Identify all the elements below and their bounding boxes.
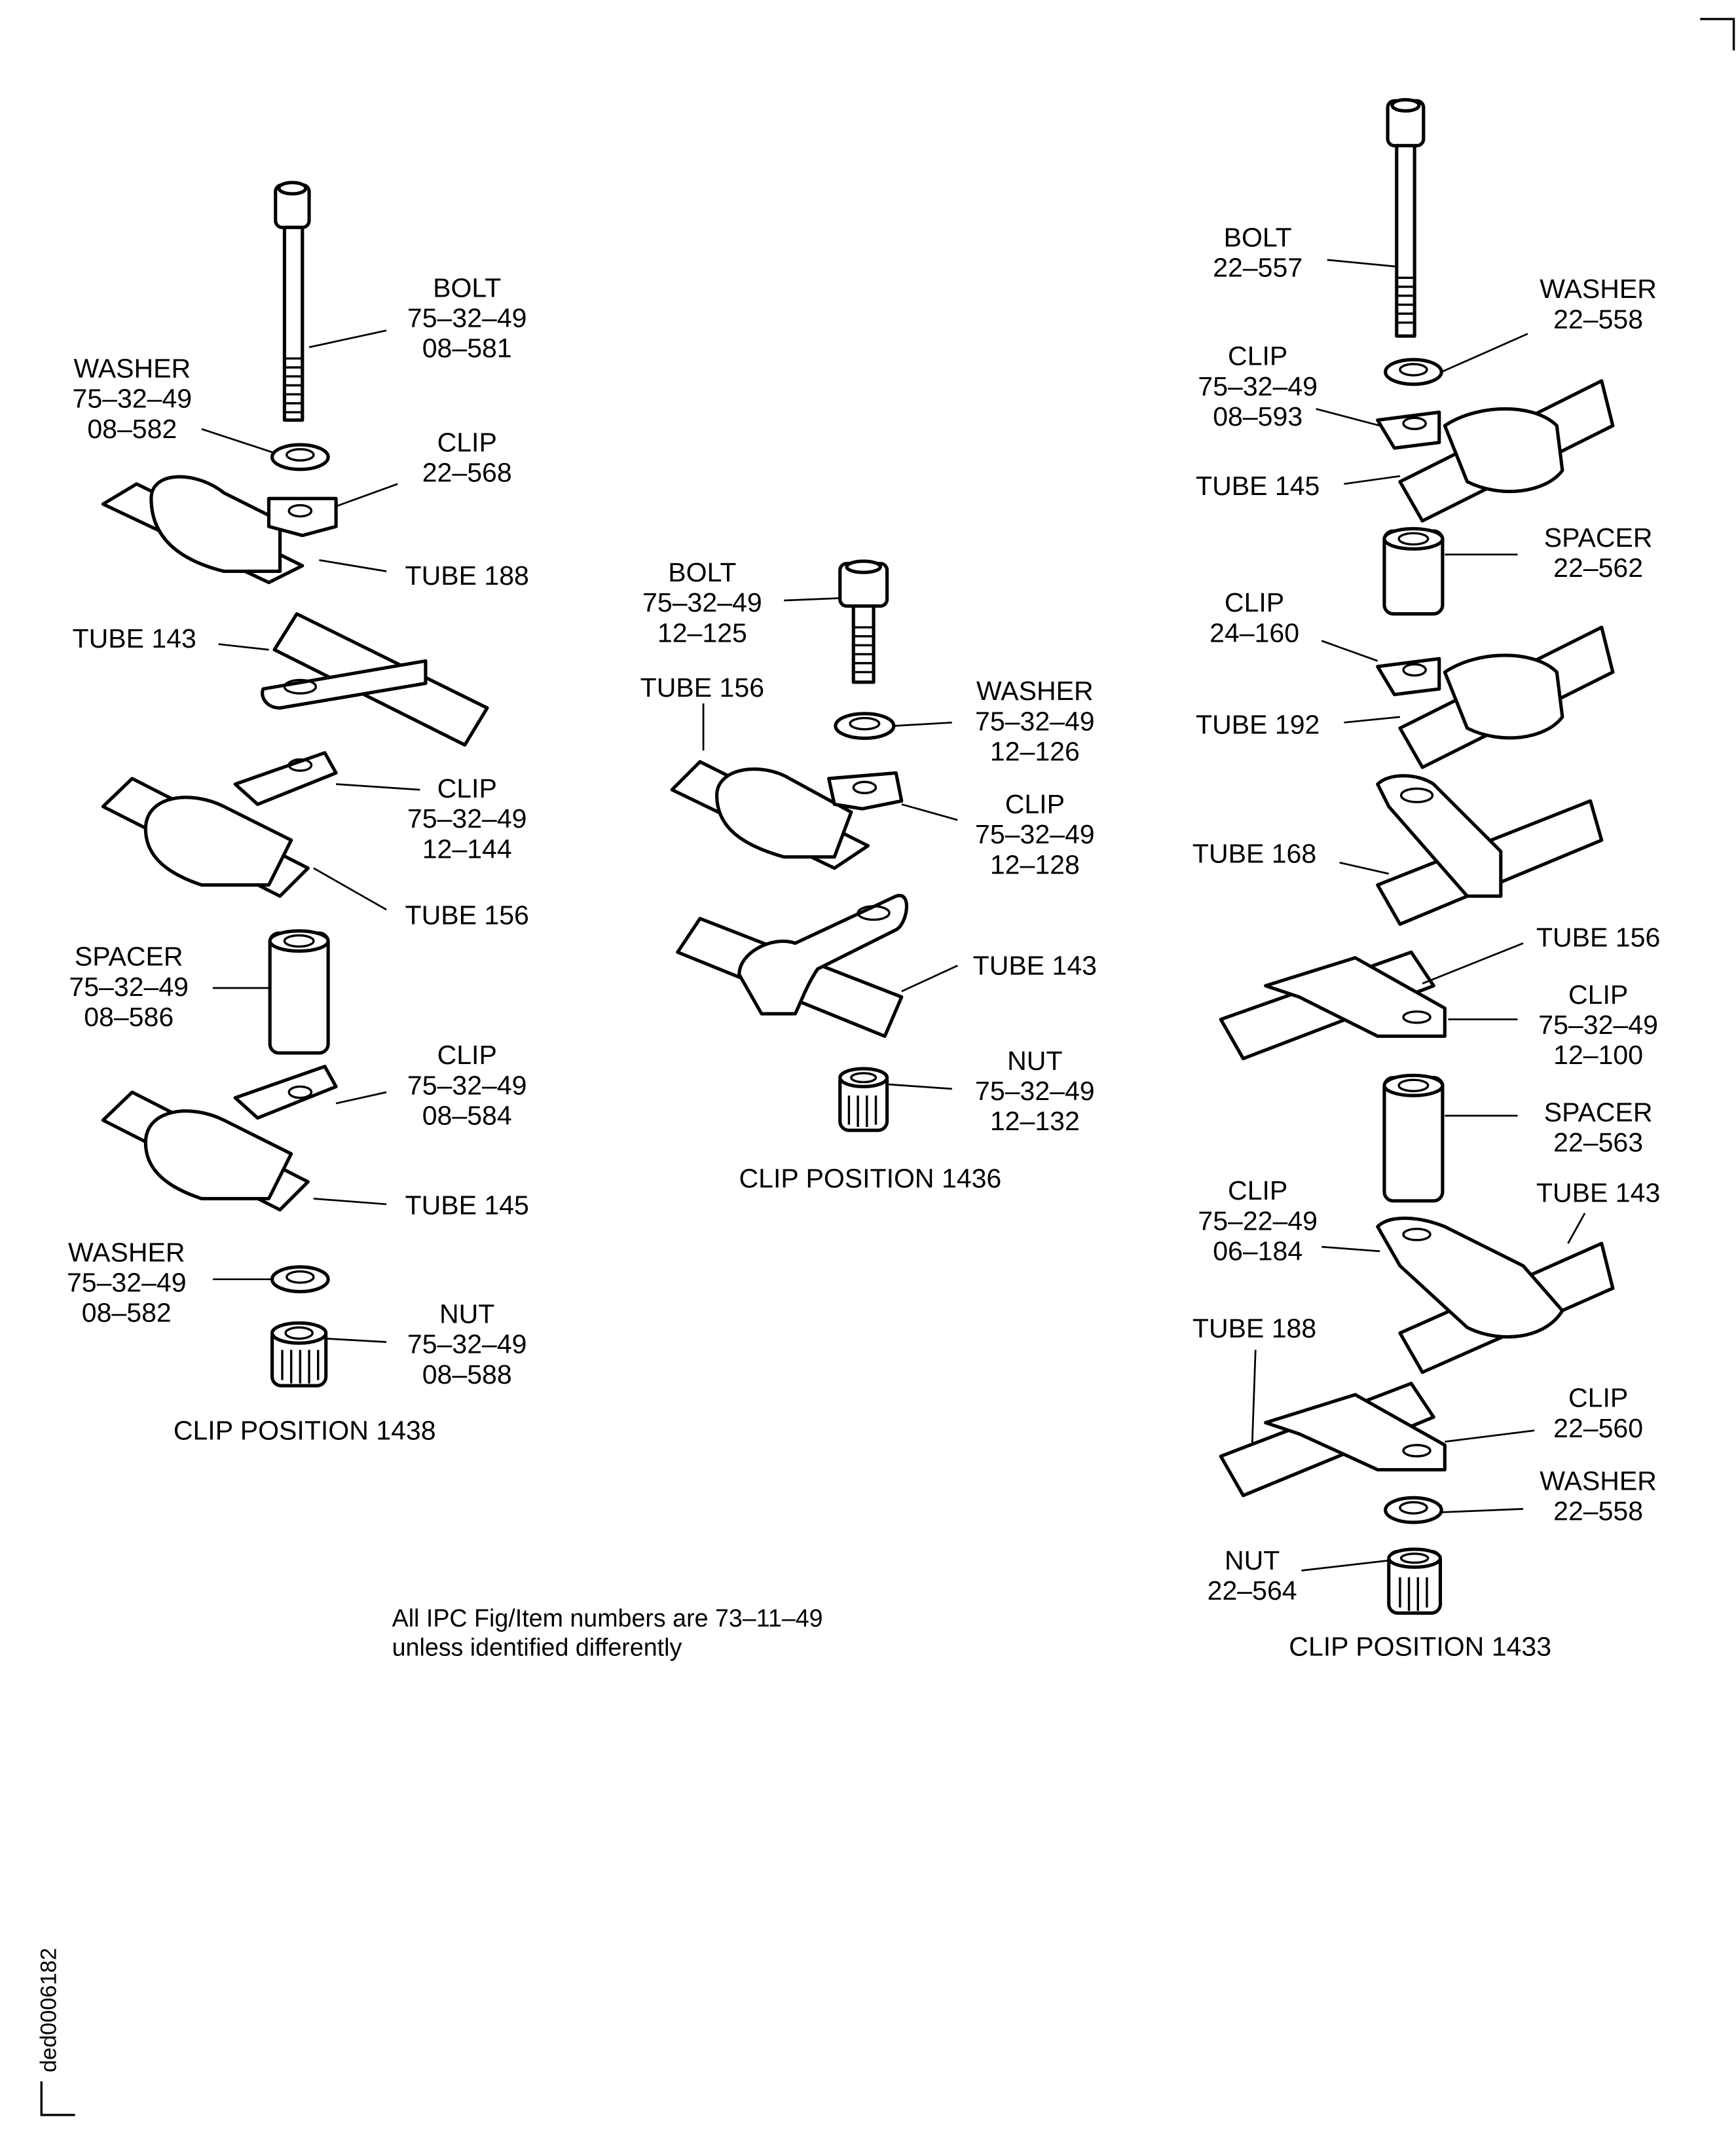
spacer-icon xyxy=(1382,526,1445,616)
label-tube: TUBE 143 xyxy=(1536,1178,1660,1208)
clip-tube-icon xyxy=(1219,950,1447,1061)
label-tube: TUBE 192 xyxy=(1196,710,1320,740)
clip-tube-icon xyxy=(1376,774,1604,926)
nut-icon xyxy=(1387,1547,1443,1615)
clip-position-1433-assembly xyxy=(1219,98,1615,1615)
label-tube: TUBE 156 xyxy=(640,672,764,703)
label-tube: TUBE 143 xyxy=(973,950,1097,980)
crop-mark-top-right xyxy=(1700,18,1735,50)
clip-tube-icon xyxy=(101,475,338,585)
figure-id: ded0006182 xyxy=(37,1948,62,2072)
label-tube: TUBE 168 xyxy=(1192,838,1316,868)
washer-icon xyxy=(270,1265,330,1294)
footnote-line-1: All IPC Fig/Item numbers are 73–11–49 xyxy=(392,1604,823,1632)
clip-tube-icon xyxy=(1376,625,1615,769)
clip-tube-icon xyxy=(1376,1216,1615,1374)
footnote-line-2: unless identified differently xyxy=(392,1634,682,1661)
clip-tube-icon xyxy=(1376,379,1615,523)
label-tube: TUBE 143 xyxy=(73,623,196,653)
washer-icon xyxy=(834,712,896,740)
spacer-icon xyxy=(1382,1073,1445,1203)
clip-tube-icon xyxy=(1219,1382,1447,1498)
bolt-icon xyxy=(1386,98,1426,338)
label-tube: TUBE 156 xyxy=(1536,923,1660,953)
clip-tube-icon xyxy=(670,760,904,870)
clip-position-1438-assembly xyxy=(101,181,489,1388)
clip-tube-icon xyxy=(261,612,489,747)
clip-tube-icon xyxy=(676,894,908,1039)
clip-tube-icon xyxy=(101,1065,338,1212)
caption-clip-position-1436: CLIP POSITION 1436 xyxy=(739,1163,1002,1193)
label-tube: TUBE 145 xyxy=(405,1190,529,1220)
caption-clip-position-1438: CLIP POSITION 1438 xyxy=(174,1415,436,1445)
label-tube: TUBE 188 xyxy=(405,561,529,591)
nut-icon xyxy=(270,1321,328,1388)
label-tube: TUBE 188 xyxy=(1192,1314,1316,1344)
bolt-icon xyxy=(274,181,311,422)
washer-icon xyxy=(270,443,330,471)
spacer-icon xyxy=(268,929,330,1055)
caption-clip-position-1433: CLIP POSITION 1433 xyxy=(1289,1632,1551,1662)
nut-icon xyxy=(838,1067,889,1132)
bolt-icon xyxy=(838,559,889,684)
clip-position-1436-assembly xyxy=(670,559,958,1132)
label-tube: TUBE 145 xyxy=(1196,471,1320,501)
washer-icon xyxy=(1384,358,1443,386)
crop-mark-bottom-left xyxy=(40,2081,75,2116)
clip-tube-icon xyxy=(101,751,338,898)
washer-icon xyxy=(1384,1496,1443,1524)
label-tube: TUBE 156 xyxy=(405,900,529,930)
